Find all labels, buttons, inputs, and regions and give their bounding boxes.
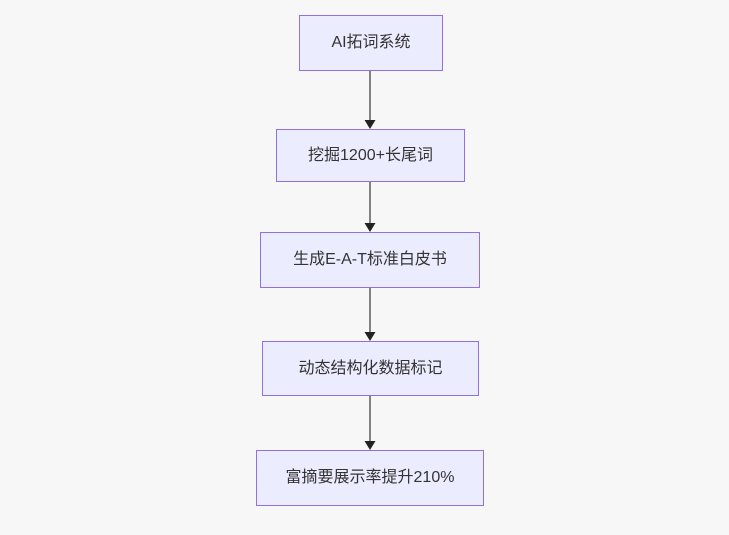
flow-node-rich-snippet-result: 富摘要展示率提升210%	[256, 450, 484, 506]
flow-arrow-c-d	[364, 288, 376, 341]
flow-node-structured-data-markup: 动态结构化数据标记	[262, 341, 479, 396]
flow-arrow-d-e	[364, 396, 376, 450]
arrow-down-icon	[364, 120, 376, 129]
flow-node-label: AI拓词系统	[331, 34, 411, 51]
arrow-down-icon	[364, 223, 376, 232]
flow-node-label: 富摘要展示率提升210%	[285, 469, 455, 486]
flow-node-ai-keyword-system: AI拓词系统	[299, 15, 443, 71]
flow-node-longtail-mining: 挖掘1200+长尾词	[276, 129, 465, 182]
flow-arrow-a-b	[364, 71, 376, 129]
arrow-down-icon	[364, 441, 376, 450]
flow-arrow-b-c	[364, 182, 376, 232]
flow-node-label: 挖掘1200+长尾词	[308, 146, 433, 164]
flow-node-label: 动态结构化数据标记	[298, 359, 443, 377]
flow-node-eat-whitepaper: 生成E-A-T标准白皮书	[260, 232, 480, 288]
flow-node-label: 生成E-A-T标准白皮书	[293, 251, 447, 268]
arrow-down-icon	[364, 332, 376, 341]
